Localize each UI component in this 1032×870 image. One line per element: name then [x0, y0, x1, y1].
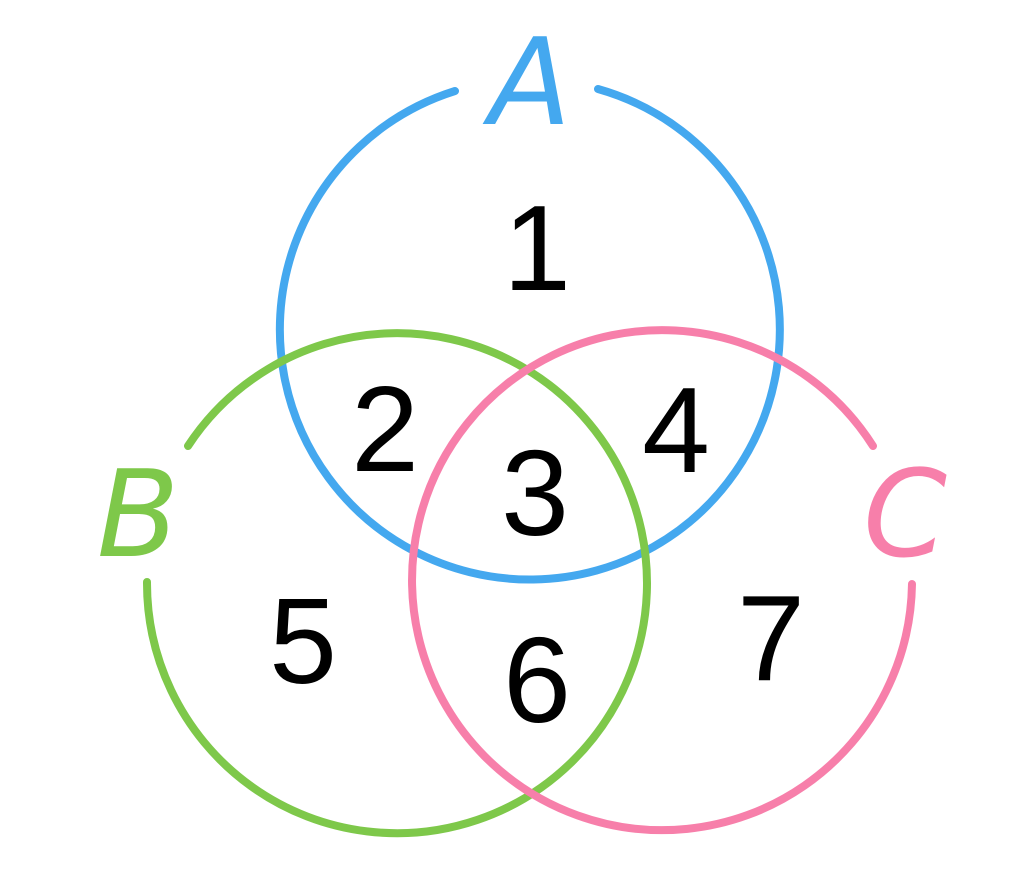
- region-label: 3: [501, 425, 569, 561]
- set-c-circle: [408, 326, 916, 835]
- set-b-circle: [142, 329, 651, 838]
- set-a-circle: [275, 85, 784, 584]
- region-label: 6: [503, 612, 571, 748]
- region-label: 7: [737, 570, 805, 706]
- set-b-label: B: [97, 446, 179, 585]
- region-label: 2: [351, 361, 419, 497]
- region-label: 5: [269, 573, 337, 709]
- region-label: 1: [503, 180, 571, 316]
- region-label: 4: [642, 362, 710, 498]
- set-c-label: C: [863, 446, 947, 585]
- set-a-label: A: [482, 14, 571, 153]
